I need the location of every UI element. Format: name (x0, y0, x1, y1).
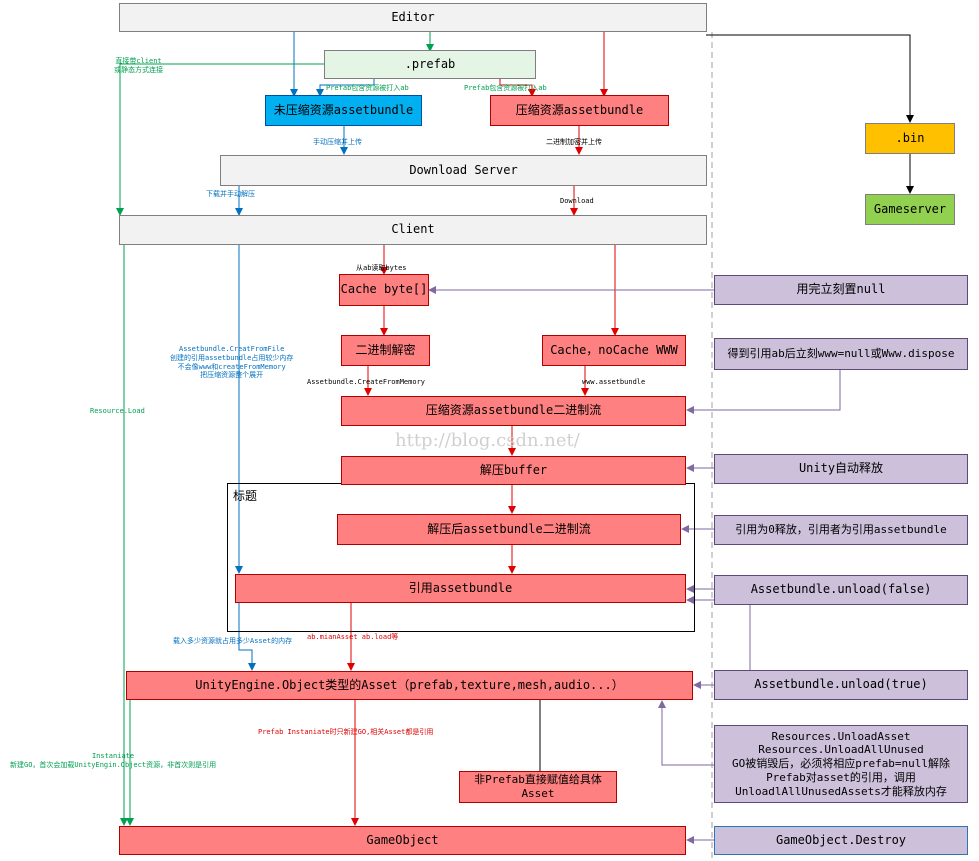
group-frame (227, 483, 695, 632)
node-prefab: .prefab (324, 50, 536, 79)
node-asset: UnityEngine.Object类型的Asset（prefab,textur… (126, 671, 693, 700)
label-prefab-instantiate: Prefab Instaniate时只新建GO,相关Asset都是引用 (258, 728, 434, 736)
node-compressed-ab: 压缩资源assetbundle (490, 95, 669, 126)
node-non-prefab: 非Prefab直接赋值给具体Asset (459, 771, 617, 803)
edge-editor-bin (706, 34, 914, 123)
edge-note-www-stream (686, 370, 841, 414)
watermark: http://blog.csdn.net/ (395, 430, 580, 451)
edge-ref-asset-blue (238, 603, 256, 671)
label-create-from-memory: Assetbundle.CreateFromMemory (307, 378, 426, 386)
note-ref-zero: 引用为0释放，引用者为引用assetbundle (714, 515, 968, 545)
label-resource-load: Resource.Load (90, 407, 145, 415)
label-load-count: 载入多少资源就占用多少Asset的内存 (173, 637, 293, 645)
node-gameserver: Gameserver (865, 194, 955, 225)
label-www-assetbundle: www.assetbundle (582, 378, 646, 386)
label-prefab-pack-left: Prefab包含资源被打入ab (326, 84, 409, 92)
note-www-dispose: 得到引用ab后立刻www=null或Www.dispose (714, 338, 968, 370)
note-gameobject-destroy: GameObject.Destroy (714, 826, 968, 855)
node-gameobject: GameObject (119, 826, 686, 855)
group-frame-title: 标题 (233, 489, 258, 503)
node-ref-assetbundle: 引用assetbundle (235, 574, 686, 603)
note-resources-unload: Resources.UnloadAsset Resources.UnloadAl… (714, 725, 968, 803)
edge-note-resources-asset (658, 700, 714, 766)
label-download: Download (560, 197, 594, 205)
note-unload-true: Assetbundle.unload(true) (714, 670, 968, 700)
label-read-bytes: 从ab读取bytes (356, 264, 407, 272)
node-download-server: Download Server (220, 155, 707, 186)
node-editor: Editor (119, 3, 707, 32)
label-direct-client: 直接带client 或静态方式连接 (114, 57, 163, 74)
node-cache-www: Cache，noCache WWW (542, 335, 686, 366)
node-decompressed-stream: 解压后assetbundle二进制流 (337, 514, 681, 545)
node-bin: .bin (865, 123, 955, 154)
node-client: Client (119, 215, 707, 245)
edge-prefab-compressed (499, 79, 536, 97)
label-download-decompress: 下载并手动解压 (206, 190, 255, 198)
node-cache-bytes: Cache byte[] (339, 274, 429, 306)
node-compressed-stream: 压缩资源assetbundle二进制流 (341, 396, 686, 426)
label-main-asset: ab.mianAsset ab.load等 (307, 633, 399, 641)
label-create-from-file: Assetbundle.CreatFromFile 创建的引用assetbund… (170, 345, 294, 380)
edge-prefab-client-direct (116, 63, 324, 216)
node-binary-decrypt: 二进制解密 (341, 335, 430, 366)
node-uncompressed-ab: 未压缩资源assetbundle (265, 95, 422, 126)
node-decompress-buffer: 解压buffer (341, 456, 686, 485)
note-unity-auto: Unity自动释放 (714, 454, 968, 484)
note-unload-false: Assetbundle.unload(false) (714, 575, 968, 605)
edge-prefab-uncompressed (316, 79, 375, 97)
label-instantiate: Instaniate 新建GO，首次会加载UnityEngin.Object资源… (10, 752, 217, 769)
label-manual-compress: 手动压缩并上传 (313, 138, 362, 146)
label-binary-encrypt: 二进制加密并上传 (546, 138, 602, 146)
note-null-bytes: 用完立刻置null (714, 275, 968, 305)
label-prefab-pack-right: Prefab包含资源被打入ab (464, 84, 547, 92)
edge-note-true-ref (686, 596, 751, 670)
